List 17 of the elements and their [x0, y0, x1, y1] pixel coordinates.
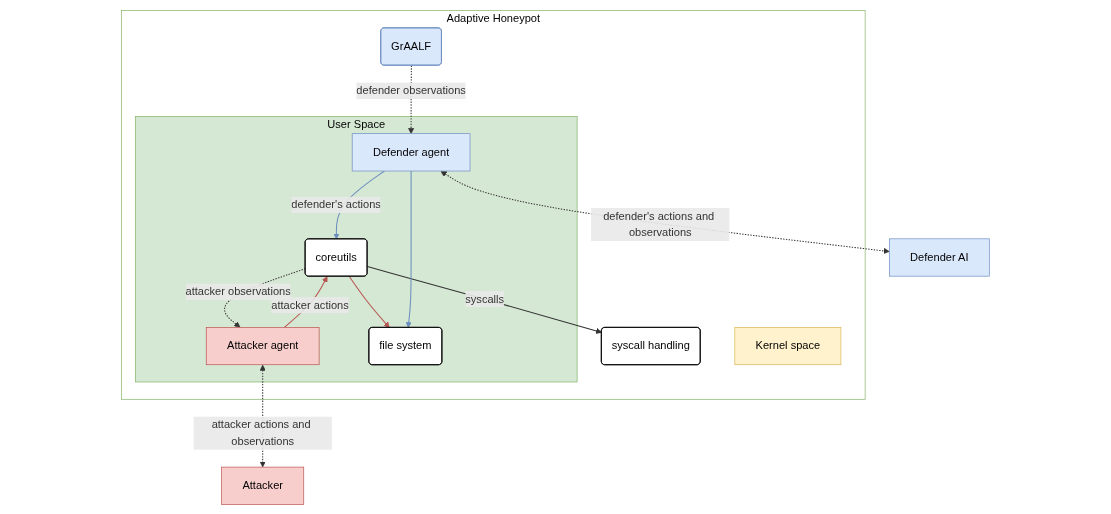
- arrow: [405, 170, 412, 328]
- arrow: [408, 64, 415, 134]
- edge-label: attacker actions and observations: [211, 418, 311, 447]
- edge-label: attacker observations: [185, 285, 291, 297]
- node-box: Attacker: [221, 466, 305, 505]
- edge-label: defender observations: [356, 84, 466, 96]
- edge-label: syscalls: [465, 292, 505, 305]
- node-box: Kernel space: [734, 326, 842, 365]
- edge-label: defender's actions: [291, 198, 381, 210]
- arrow: [367, 265, 603, 334]
- node-box: Defender agent: [351, 132, 471, 171]
- node-box: Attacker agent: [206, 326, 320, 365]
- node-box: Defender AI: [889, 237, 990, 276]
- arrow: [440, 170, 890, 254]
- arrow: [348, 275, 390, 328]
- edge-label: defender's actions and observations: [603, 209, 715, 238]
- edge-label: attacker actions: [271, 298, 349, 311]
